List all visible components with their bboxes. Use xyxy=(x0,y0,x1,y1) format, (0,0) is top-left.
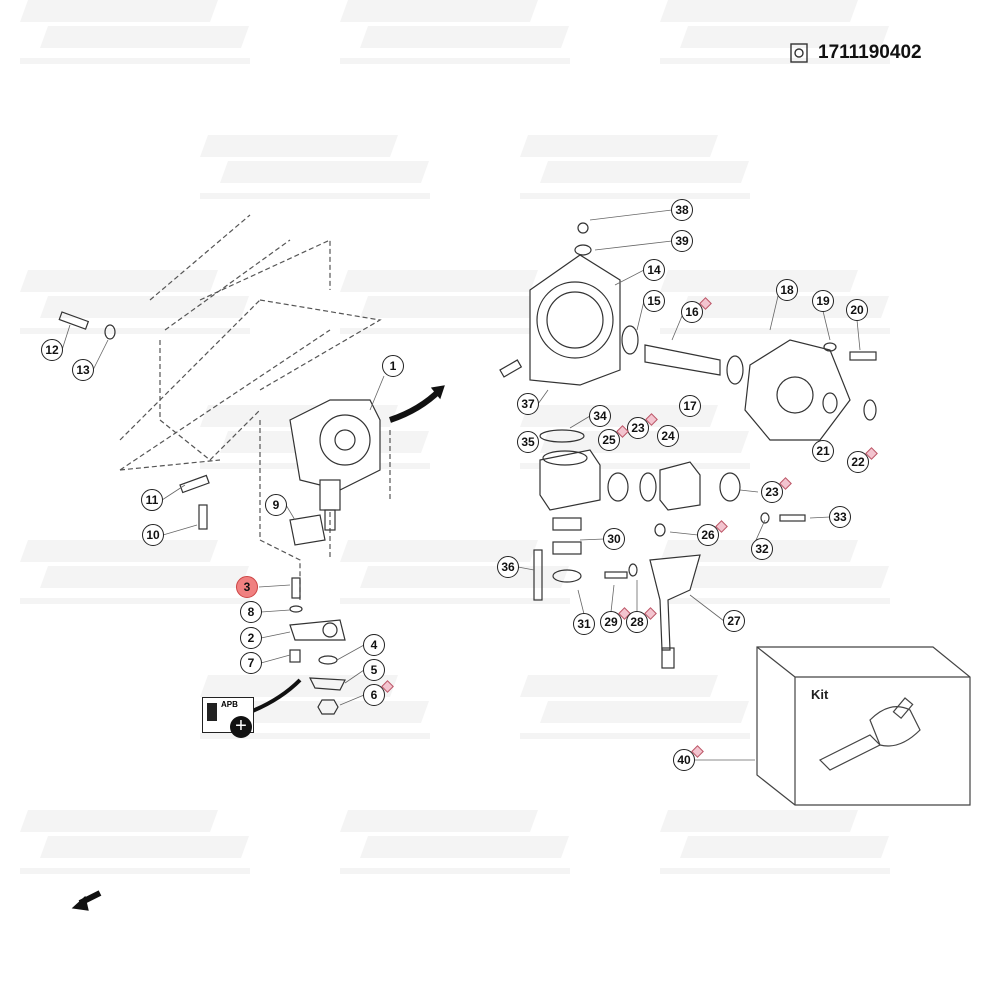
callout-19[interactable]: 19 xyxy=(812,290,834,312)
callout-25[interactable]: 25 xyxy=(598,429,620,451)
callout-24[interactable]: 24 xyxy=(657,425,679,447)
kit-box xyxy=(756,646,971,806)
add-apb-button[interactable]: + xyxy=(230,716,252,738)
callout-32[interactable]: 32 xyxy=(751,538,773,560)
callout-2[interactable]: 2 xyxy=(240,627,262,649)
callout-36[interactable]: 36 xyxy=(497,556,519,578)
callout-6[interactable]: 6 xyxy=(363,684,385,706)
callout-34[interactable]: 34 xyxy=(589,405,611,427)
callout-26[interactable]: 26 xyxy=(697,524,719,546)
arrow-right xyxy=(389,387,443,423)
callout-23[interactable]: 23 xyxy=(761,481,783,503)
callout-28[interactable]: 28 xyxy=(626,611,648,633)
callout-5[interactable]: 5 xyxy=(363,659,385,681)
callout-30[interactable]: 30 xyxy=(603,528,625,550)
callout-13[interactable]: 13 xyxy=(72,359,94,381)
callout-18[interactable]: 18 xyxy=(776,279,798,301)
callout-8[interactable]: 8 xyxy=(240,601,262,623)
part-number: 1711190402 xyxy=(818,42,922,63)
callout-7[interactable]: 7 xyxy=(240,652,262,674)
callout-38[interactable]: 38 xyxy=(671,199,693,221)
callout-9[interactable]: 9 xyxy=(265,494,287,516)
callout-33[interactable]: 33 xyxy=(829,506,851,528)
callout-15[interactable]: 15 xyxy=(643,290,665,312)
callout-10[interactable]: 10 xyxy=(142,524,164,546)
callout-39[interactable]: 39 xyxy=(671,230,693,252)
callout-16[interactable]: 16 xyxy=(681,301,703,323)
callout-23[interactable]: 23 xyxy=(627,417,649,439)
callout-11[interactable]: 11 xyxy=(141,489,163,511)
callout-1[interactable]: 1 xyxy=(382,355,404,377)
callout-14[interactable]: 14 xyxy=(643,259,665,281)
left-parts xyxy=(58,311,346,715)
callout-3[interactable]: 3 xyxy=(236,576,258,598)
apb-label: APB xyxy=(221,700,238,709)
callout-37[interactable]: 37 xyxy=(517,393,539,415)
callout-12[interactable]: 12 xyxy=(41,339,63,361)
callout-21[interactable]: 21 xyxy=(812,440,834,462)
right-parts xyxy=(499,222,877,669)
callout-4[interactable]: 4 xyxy=(363,634,385,656)
callout-29[interactable]: 29 xyxy=(600,611,622,633)
part-number-header: 1711190402 xyxy=(788,42,922,64)
callout-27[interactable]: 27 xyxy=(723,610,745,632)
callout-17[interactable]: 17 xyxy=(679,395,701,417)
callout-35[interactable]: 35 xyxy=(517,431,539,453)
callout-40[interactable]: 40 xyxy=(673,749,695,771)
gear-document-icon xyxy=(790,43,808,63)
kit-label: Kit xyxy=(811,687,829,702)
gearbox-left xyxy=(289,399,381,531)
callout-22[interactable]: 22 xyxy=(847,451,869,473)
callout-31[interactable]: 31 xyxy=(573,613,595,635)
leader-lines xyxy=(61,209,861,761)
callout-20[interactable]: 20 xyxy=(846,299,868,321)
